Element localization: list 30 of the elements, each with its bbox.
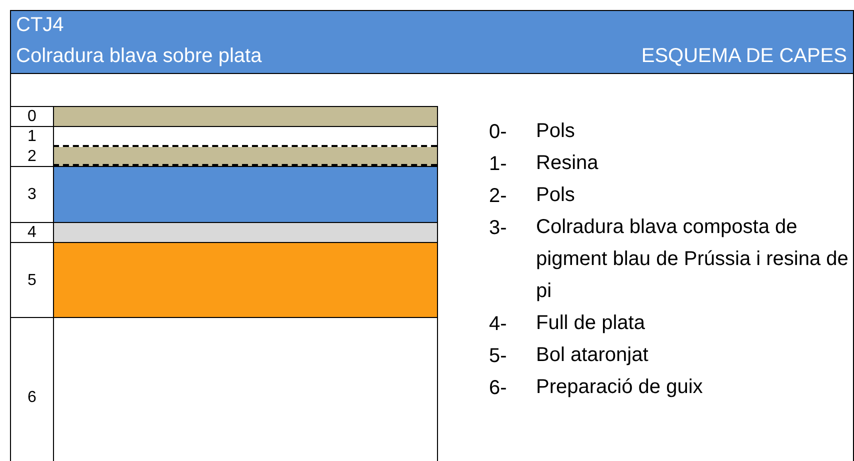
layer-number: 4 xyxy=(26,225,38,241)
layer-key-number: 6- xyxy=(489,377,507,400)
layer-key-number: 2- xyxy=(489,185,507,208)
layer-band xyxy=(11,166,438,222)
layer-key-number: 1- xyxy=(489,153,507,176)
layer-description: Bol ataronjat xyxy=(536,343,650,368)
layer-band xyxy=(11,126,438,147)
layer-band xyxy=(11,242,438,317)
layer-number: 3 xyxy=(26,187,38,203)
layer-key-number: 5- xyxy=(489,345,507,368)
layer-key-number: 0- xyxy=(489,121,507,144)
layer-description: Resina xyxy=(536,151,600,176)
layer-number: 1 xyxy=(26,129,38,145)
layer-description: Pols xyxy=(536,119,576,144)
layer-description: Pols xyxy=(536,183,576,208)
layer-key-number: 4- xyxy=(489,313,507,336)
layer-band xyxy=(11,317,438,461)
diagram-title: CTJ4 xyxy=(16,14,64,37)
layer-description: Full de plata xyxy=(536,311,646,336)
layer-description: Preparació de guix xyxy=(536,375,704,400)
subtitle: Colradura blava sobre plata xyxy=(16,45,262,68)
layer-description: Colradura blava composta de pigment blau de Prússia i resina de pi xyxy=(536,215,850,304)
layer-number: 2 xyxy=(26,149,38,165)
layer-number: 0 xyxy=(26,109,38,125)
layer-key-number: 3- xyxy=(489,217,507,240)
heading: ESQUEMA DE CAPES xyxy=(641,45,847,68)
layer-number: 5 xyxy=(26,272,38,288)
layer-number: 6 xyxy=(26,390,38,406)
layer-band xyxy=(11,106,438,126)
layer-band xyxy=(11,222,438,242)
